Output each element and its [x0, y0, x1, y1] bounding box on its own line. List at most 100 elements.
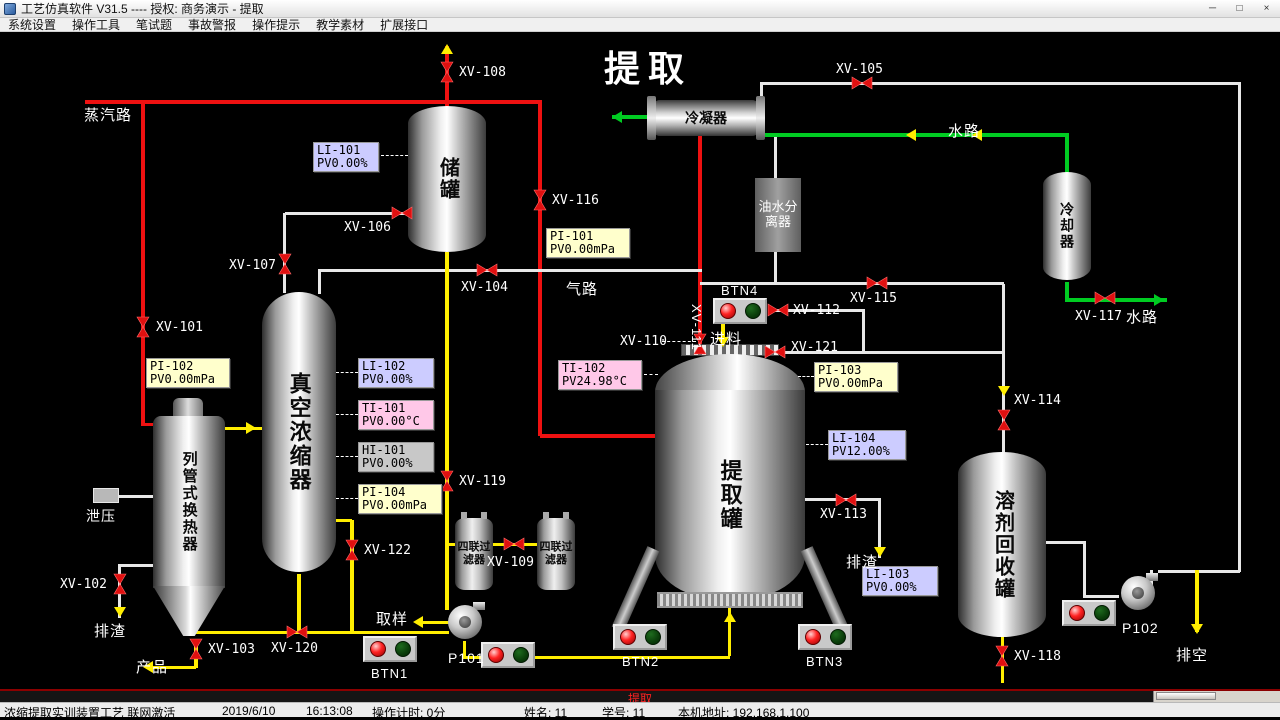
readout-value: PV0.00%: [362, 456, 413, 470]
diagram-label-12: P101: [448, 650, 485, 666]
valve-xv-110[interactable]: [693, 333, 707, 355]
menu-item-4[interactable]: 操作提示: [252, 18, 301, 32]
maximize-button[interactable]: □: [1236, 2, 1243, 14]
horizontal-scrollbar[interactable]: [1153, 691, 1280, 702]
indicator-green[interactable]: [512, 647, 529, 663]
valve-label-xv-110: XV-110: [620, 334, 667, 349]
valve-xv-116[interactable]: [533, 189, 547, 211]
equip-label: 四联过滤器: [457, 541, 491, 566]
menu-item-5[interactable]: 教学素材: [316, 18, 365, 32]
valve-icon: [835, 493, 857, 507]
valve-xv-112[interactable]: [767, 303, 789, 317]
flow-arrow: [717, 337, 729, 347]
pipe: [445, 546, 449, 610]
valve-label-xv-117: XV-117: [1075, 309, 1122, 324]
valve-xv-121[interactable]: [764, 345, 786, 359]
valve-xv-105[interactable]: [851, 76, 873, 90]
app-icon: [4, 2, 16, 15]
pipe: [612, 115, 656, 119]
readout-value: PV0.00%: [866, 580, 917, 594]
indicator-red[interactable]: [369, 641, 386, 657]
pipe: [538, 100, 542, 436]
status-field-5: 学号: 11: [602, 706, 646, 720]
pump-hub: [459, 616, 471, 628]
indicator-green[interactable]: [1093, 605, 1110, 621]
valve-icon: [866, 276, 888, 290]
indicator-green[interactable]: [744, 303, 761, 319]
indicator-red[interactable]: [619, 629, 636, 645]
valve-xv-106[interactable]: [391, 206, 413, 220]
condenser: 冷凝器: [647, 96, 765, 140]
diagram-label-16: BTN3: [806, 654, 844, 669]
menu-item-0[interactable]: 系统设置: [8, 18, 57, 32]
pipe: [1195, 570, 1199, 632]
indicator-red[interactable]: [487, 647, 504, 663]
status-field-1: 2019/6/10: [222, 704, 276, 718]
valve-xv-117[interactable]: [1094, 291, 1116, 305]
status-field-2: 16:13:08: [306, 704, 353, 718]
pipe: [420, 621, 449, 624]
pipe: [1083, 595, 1119, 598]
minimize-button[interactable]: ─: [1208, 2, 1217, 14]
readout-tag: PI-102: [150, 359, 194, 373]
menu-item-1[interactable]: 操作工具: [72, 18, 121, 32]
close-button[interactable]: ×: [1263, 2, 1270, 14]
valve-xv-118[interactable]: [995, 645, 1009, 667]
valve-xv-122[interactable]: [345, 539, 359, 561]
pipe: [150, 666, 196, 669]
valve-label-xv-113: XV-113: [820, 507, 867, 522]
bottom-tab-bar: 提取: [0, 689, 1280, 706]
readout-value: PV0.00mPa: [362, 498, 428, 512]
readout-value: PV0.00mPa: [550, 242, 616, 256]
valve-xv-108[interactable]: [440, 61, 454, 83]
menu-item-3[interactable]: 事故警报: [188, 18, 237, 32]
filter-2: 四联过滤器: [537, 512, 575, 590]
pump-p101[interactable]: [443, 602, 487, 639]
scrollbar-thumb[interactable]: [1156, 692, 1216, 700]
pipe: [774, 250, 777, 284]
valve-label-xv-115: XV-115: [850, 291, 897, 306]
pipe: [728, 598, 731, 656]
flow-arrow: [998, 386, 1010, 396]
valve-xv-107[interactable]: [278, 253, 292, 275]
indicator-green[interactable]: [644, 629, 661, 645]
valve-xv-113[interactable]: [835, 493, 857, 507]
valve-xv-109[interactable]: [503, 537, 525, 551]
valve-xv-101[interactable]: [136, 316, 150, 338]
valve-icon: [503, 537, 525, 551]
indicator-green[interactable]: [829, 629, 846, 645]
window-controls: ─ □ ×: [1199, 1, 1280, 17]
valve-xv-103[interactable]: [189, 638, 203, 660]
valve-xv-119[interactable]: [440, 470, 454, 492]
pump-p102[interactable]: [1116, 573, 1160, 610]
indicator-red[interactable]: [1068, 605, 1085, 621]
valve-label-xv-112: XV-112: [793, 303, 840, 318]
flow-arrow: [246, 422, 256, 434]
valve-xv-114[interactable]: [997, 409, 1011, 431]
diagram-label-10: 排空: [1176, 647, 1209, 664]
indicator-red[interactable]: [719, 303, 736, 319]
valve-xv-115[interactable]: [866, 276, 888, 290]
valve-xv-104[interactable]: [476, 263, 498, 277]
valve-xv-120[interactable]: [286, 625, 308, 639]
menu-item-6[interactable]: 扩展接口: [380, 18, 429, 32]
readout-value: PV0.00%: [362, 372, 413, 386]
indicator-red[interactable]: [804, 629, 821, 645]
pipe: [1065, 282, 1069, 300]
connector-dash: [336, 414, 358, 415]
valve-label-xv-119: XV-119: [459, 474, 506, 489]
equip-label: 溶剂回收罐: [991, 489, 1014, 600]
valve-xv-102[interactable]: [113, 573, 127, 595]
readout-tag: LI-102: [362, 359, 406, 373]
diagram-label-2: 水路: [948, 123, 981, 140]
pipe: [463, 641, 466, 659]
pipe: [1083, 541, 1086, 597]
tank-body: 提取罐: [655, 390, 805, 600]
valve-icon: [278, 253, 292, 275]
readout-tag: LI-101: [317, 143, 361, 157]
diagram-label-9: 取样: [376, 611, 409, 628]
indicator-green[interactable]: [394, 641, 411, 657]
menu-item-2[interactable]: 笔试题: [136, 18, 173, 32]
